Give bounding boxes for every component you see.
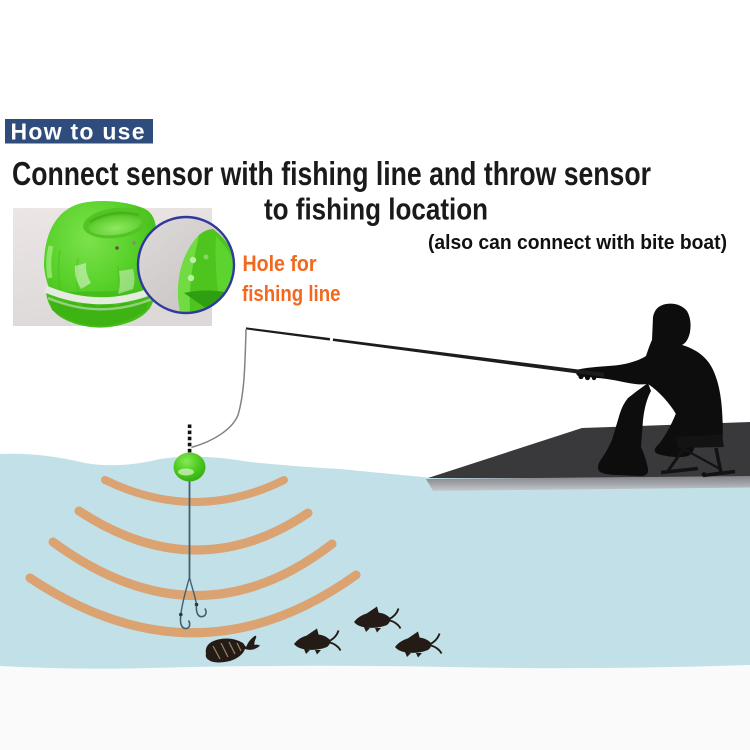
svg-text:fishing line: fishing line (242, 281, 341, 306)
svg-text:Hole for: Hole for (243, 251, 317, 276)
svg-text:How to use: How to use (11, 118, 145, 144)
svg-text:Connect sensor with fishing li: Connect sensor with fishing line and thr… (12, 155, 651, 192)
svg-text:to fishing location: to fishing location (264, 192, 488, 227)
svg-text:(also can connect with bite bo: (also can connect with bite boat) (428, 231, 727, 254)
